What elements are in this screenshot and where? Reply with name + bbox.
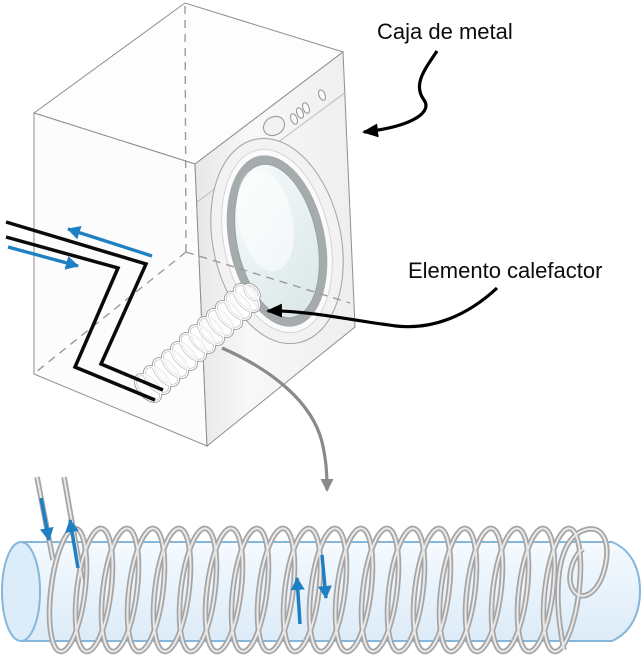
metal-box-label: Caja de metal — [377, 19, 513, 44]
control-knob — [262, 115, 286, 137]
metal-box-callout-arrow — [362, 50, 439, 138]
current-arrow-out — [67, 226, 153, 258]
hidden-edges — [35, 5, 351, 373]
current-arrow-in — [7, 245, 79, 270]
control-buttons — [289, 89, 327, 125]
current-arrow-lead-up — [65, 519, 80, 569]
heating-element-callout-arrow — [266, 286, 499, 329]
current-arrow-winding-up — [290, 577, 305, 625]
supply-wire-upper — [5, 220, 164, 392]
box-left-face — [33, 112, 208, 447]
control-panel — [262, 89, 327, 137]
door-glass-highlight — [236, 168, 294, 272]
heating-element-label: Elemento calefactor — [408, 258, 602, 283]
coil-detail — [1, 477, 641, 654]
zoom-arrow — [221, 346, 334, 492]
current-arrow-winding-down — [317, 554, 332, 599]
coil-tube-end-cap — [1, 541, 41, 642]
supply-wires — [5, 220, 164, 402]
coil-current-arrows — [39, 497, 332, 625]
supply-wire-lower — [5, 235, 156, 402]
current-arrow-lead-down — [39, 497, 54, 541]
